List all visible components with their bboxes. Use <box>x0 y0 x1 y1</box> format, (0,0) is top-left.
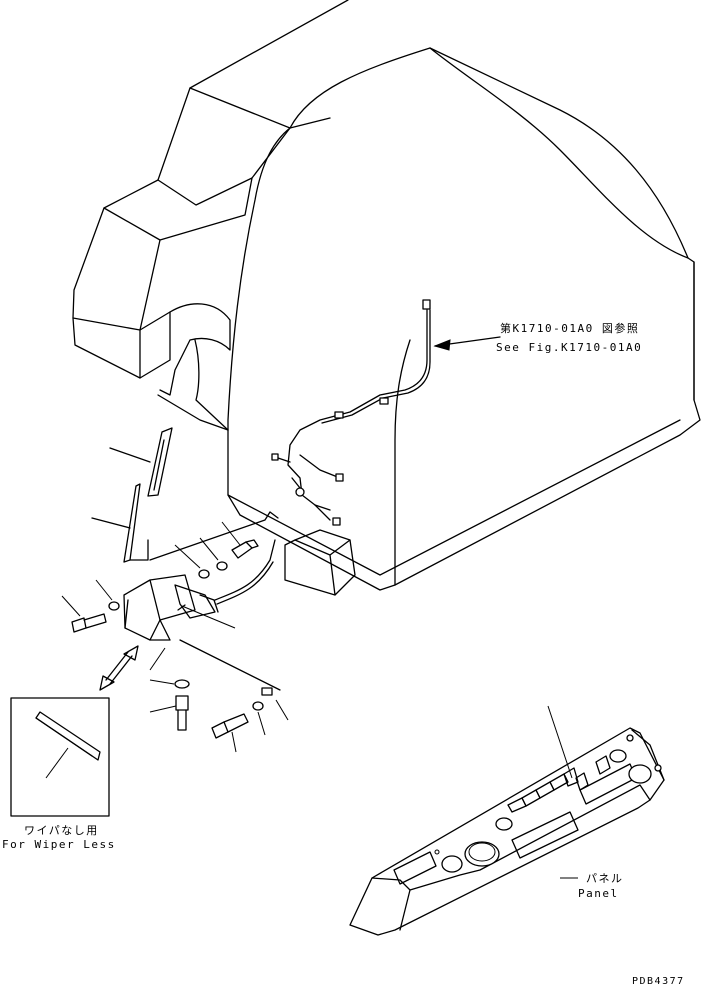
wire-harness <box>271 299 431 526</box>
interchange-arrow <box>99 645 139 691</box>
drawing-number: PDB4377 <box>632 976 685 987</box>
wiper-bracket-assembly <box>91 427 281 696</box>
fasteners <box>61 521 289 753</box>
reference-callout-jp: 第K1710-01A0 図参照 <box>500 322 640 335</box>
inset-label-en: For Wiper Less <box>2 838 116 851</box>
panel-assembly <box>349 705 665 936</box>
cab-body <box>72 0 701 596</box>
inset-box <box>10 697 110 817</box>
panel-label-jp: パネル <box>586 872 624 885</box>
callout-arrow <box>433 336 501 351</box>
reference-callout-en: See Fig.K1710-01A0 <box>496 341 643 354</box>
inset-label-jp: ワイパなし用 <box>24 824 99 837</box>
panel-label-en: Panel <box>578 887 619 900</box>
